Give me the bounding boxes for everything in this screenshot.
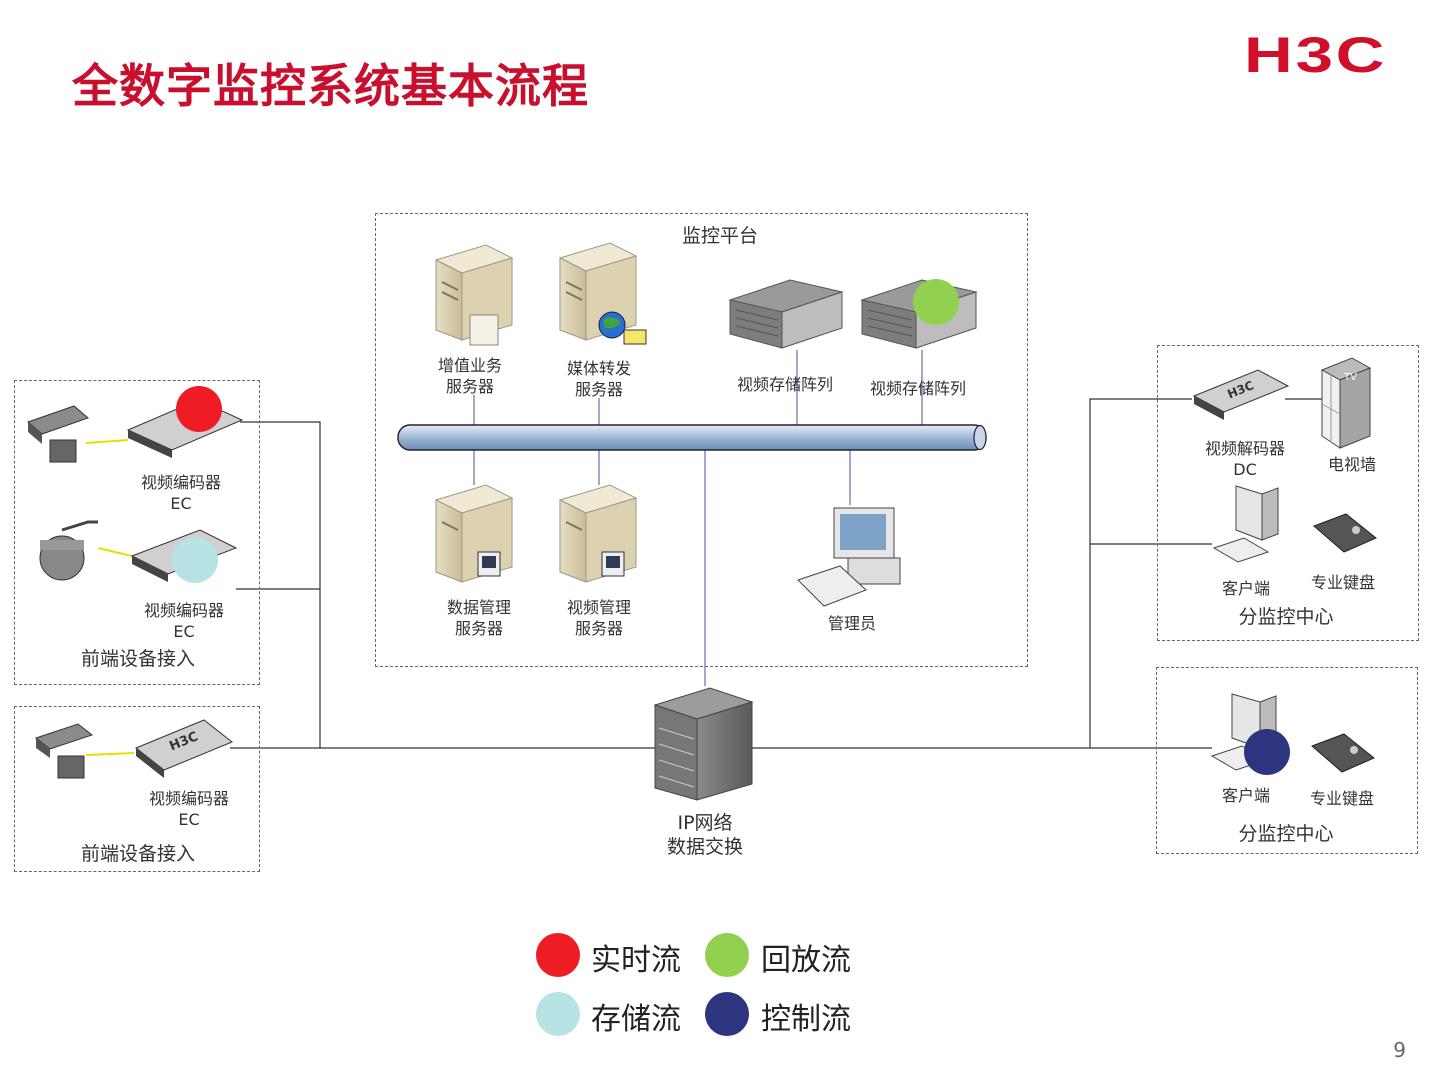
branch1-center-label: 分监控中心 — [1238, 606, 1334, 628]
realtime-flow-marker — [176, 386, 222, 432]
branch-center-group-1 — [1157, 345, 1419, 641]
platform-group — [375, 213, 1028, 667]
branch2-keyboard-label: 专业键盘 — [1309, 789, 1374, 808]
branch2-keyboard-device — [1311, 733, 1375, 773]
data-mgmt-server-device — [434, 484, 514, 583]
page-number: 9 — [1393, 1038, 1406, 1062]
h3c-logo: H3C — [1244, 27, 1388, 83]
connection-lines — [230, 398, 1322, 749]
branch2-client-label: 客户端 — [1221, 786, 1270, 805]
ip-switch-label: IP网络数据交换 — [666, 812, 743, 858]
platform-label: 监控平台 — [681, 225, 758, 247]
data-mgmt-server-label: 数据管理服务器 — [446, 598, 511, 638]
legend-playback-label: 回放流 — [761, 943, 851, 978]
encoder-3-device: H3C — [135, 719, 233, 778]
storage-array-1-device — [728, 279, 844, 349]
media-forward-server-label: 媒体转发服务器 — [566, 359, 631, 399]
legend-realtime-swatch — [536, 933, 580, 977]
branch2-center-label: 分监控中心 — [1238, 823, 1334, 845]
platform-links — [473, 350, 923, 686]
legend-control-swatch — [705, 992, 749, 1036]
value-added-server-label: 增值业务服务器 — [437, 356, 502, 396]
decoder-device: H3C — [1192, 369, 1290, 420]
camera-2-device — [39, 520, 98, 581]
storage-array-1-label: 视频存储阵列 — [736, 375, 833, 394]
video-mgmt-server-device — [558, 484, 638, 583]
branch1-keyboard-label: 专业键盘 — [1310, 573, 1375, 592]
playback-flow-marker — [913, 279, 959, 325]
camera-links — [85, 439, 135, 756]
backbone-bus — [397, 424, 987, 451]
camera-1-device — [27, 405, 89, 463]
frontend-group-1 — [14, 380, 260, 685]
tv-wall-label: 电视墙 — [1327, 455, 1376, 474]
camera-3-device — [34, 723, 94, 779]
frontend-group-1-label: 前端设备接入 — [80, 648, 195, 670]
branch1-client-label: 客户端 — [1221, 579, 1270, 598]
legend-storage-swatch — [536, 992, 580, 1036]
ip-switch-device — [653, 687, 754, 801]
frontend-group-2-label: 前端设备接入 — [80, 843, 195, 865]
frontend-group-2 — [14, 706, 260, 872]
legend-storage-label: 存储流 — [591, 1002, 681, 1037]
storage-array-2-label: 视频存储阵列 — [869, 379, 966, 398]
video-mgmt-server-label: 视频管理服务器 — [566, 598, 631, 638]
tv-label: TV — [1343, 372, 1357, 383]
admin-label: 管理员 — [827, 614, 876, 633]
tv-wall-device: TV — [1320, 357, 1372, 449]
control-flow-marker — [1244, 729, 1290, 775]
admin-pc-device — [797, 507, 901, 607]
branch1-keyboard-device — [1313, 513, 1377, 553]
media-forward-server-device — [558, 242, 647, 345]
legend-playback-swatch — [705, 933, 749, 977]
page-title: 全数字监控系统基本流程 — [72, 59, 589, 113]
value-added-server-device — [434, 244, 514, 346]
legend-realtime-label: 实时流 — [591, 943, 681, 978]
branch1-client-device — [1212, 485, 1279, 563]
storage-flow-marker — [172, 537, 218, 583]
legend-control-label: 控制流 — [761, 1002, 851, 1037]
branch-center-group-2 — [1156, 667, 1418, 854]
